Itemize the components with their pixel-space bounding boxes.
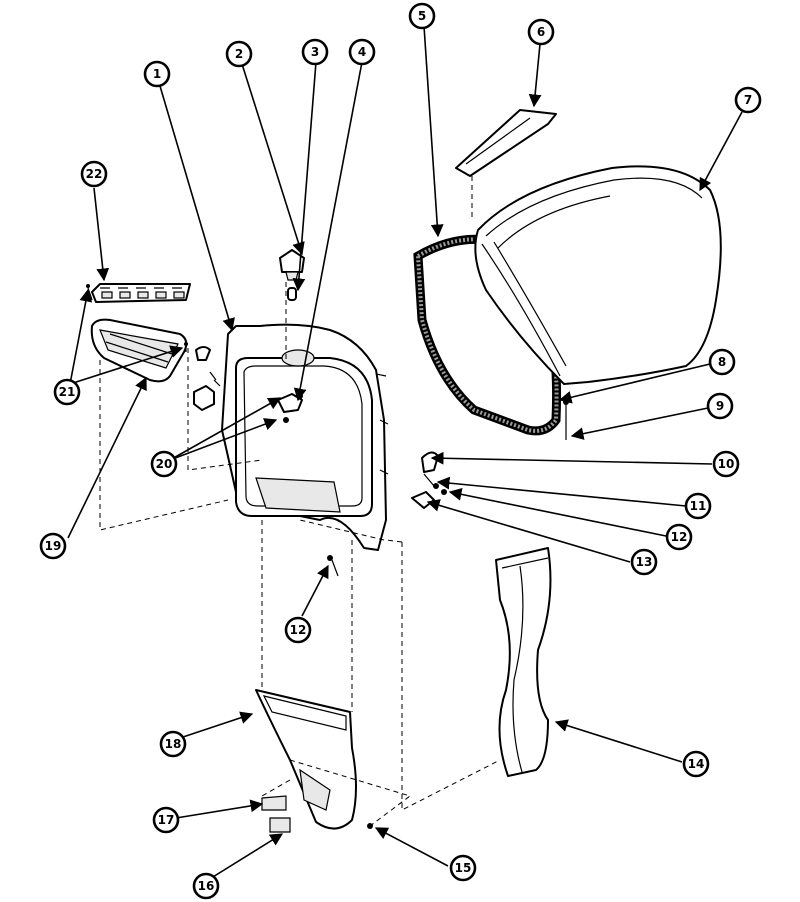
bulkhead-screw <box>327 555 339 577</box>
callout-19: 19 <box>39 532 67 560</box>
lint-duct <box>255 689 357 830</box>
front-bulkhead <box>221 323 389 551</box>
callout-20: 20 <box>150 450 178 478</box>
svg-text:14: 14 <box>688 757 705 771</box>
callout-13: 13 <box>630 548 658 576</box>
callout-17: 17 <box>152 806 180 834</box>
svg-text:1: 1 <box>153 67 161 81</box>
callout-16: 16 <box>192 872 220 900</box>
baffle <box>455 109 557 177</box>
svg-text:3: 3 <box>311 45 319 59</box>
callout-9: 9 <box>706 392 734 420</box>
svg-text:21: 21 <box>59 385 76 399</box>
svg-text:8: 8 <box>718 355 726 369</box>
svg-text:17: 17 <box>158 813 175 827</box>
svg-text:18: 18 <box>165 737 182 751</box>
assembly-lines <box>99 176 501 827</box>
callout-11: 11 <box>684 492 712 520</box>
svg-text:19: 19 <box>45 539 62 553</box>
latch-hardware <box>411 451 447 509</box>
lint-filter-top <box>91 283 191 303</box>
svg-text:7: 7 <box>744 93 752 107</box>
callout-6: 6 <box>527 18 555 46</box>
svg-text:11: 11 <box>690 499 707 513</box>
side-panel <box>495 547 552 777</box>
callout-15: 15 <box>449 854 477 882</box>
callout-14: 14 <box>682 750 710 778</box>
callout-12-right: 12 <box>665 523 693 551</box>
callout-4: 4 <box>348 38 376 66</box>
svg-text:9: 9 <box>716 399 724 413</box>
svg-text:20: 20 <box>156 457 173 471</box>
svg-text:2: 2 <box>235 47 243 61</box>
callout-1: 1 <box>143 60 171 88</box>
svg-text:12: 12 <box>290 623 307 637</box>
svg-text:6: 6 <box>537 25 545 39</box>
callout-12-left: 12 <box>284 616 312 644</box>
svg-text:22: 22 <box>86 167 103 181</box>
svg-text:5: 5 <box>418 9 426 23</box>
callout-18: 18 <box>159 730 187 758</box>
svg-text:16: 16 <box>198 879 215 893</box>
callout-8: 8 <box>708 348 736 376</box>
callout-7: 7 <box>734 86 762 114</box>
svg-text:13: 13 <box>636 555 653 569</box>
callout-21: 21 <box>53 378 81 406</box>
callout-2: 2 <box>225 40 253 68</box>
duct-pads <box>261 795 291 833</box>
drum-screw <box>563 399 569 440</box>
callout-22: 22 <box>80 160 108 188</box>
lint-screen <box>90 318 188 383</box>
callout-10: 10 <box>712 450 740 478</box>
callout-3: 3 <box>301 38 329 66</box>
svg-text:4: 4 <box>358 45 366 59</box>
svg-text:12: 12 <box>671 530 688 544</box>
thermostat-parts <box>279 249 305 301</box>
drum <box>474 165 722 385</box>
callout-5: 5 <box>408 2 436 30</box>
leader-lines <box>67 25 743 881</box>
svg-text:10: 10 <box>718 457 735 471</box>
svg-text:15: 15 <box>455 861 472 875</box>
